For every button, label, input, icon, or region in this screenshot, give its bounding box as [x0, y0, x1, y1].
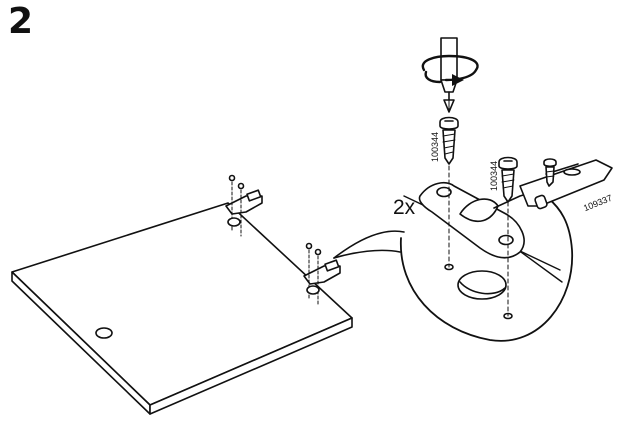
part-number-screw-b: 100344	[489, 160, 499, 191]
shelf-panel	[12, 203, 352, 414]
screw-3	[544, 159, 556, 186]
screwdriver-icon	[441, 38, 457, 112]
quantity-label: 2x	[393, 196, 416, 219]
rotate-clockwise-icon	[423, 56, 478, 86]
hinge-small-right	[304, 244, 340, 305]
step-number: 2	[8, 1, 34, 42]
screw-2	[499, 158, 517, 203]
panel-hole	[96, 328, 112, 338]
hinge-small-left	[226, 176, 262, 237]
part-number-screw-a: 100344	[430, 131, 440, 162]
hinge-plate	[420, 160, 613, 258]
callout-tail	[334, 231, 404, 258]
screw-1	[440, 118, 458, 165]
